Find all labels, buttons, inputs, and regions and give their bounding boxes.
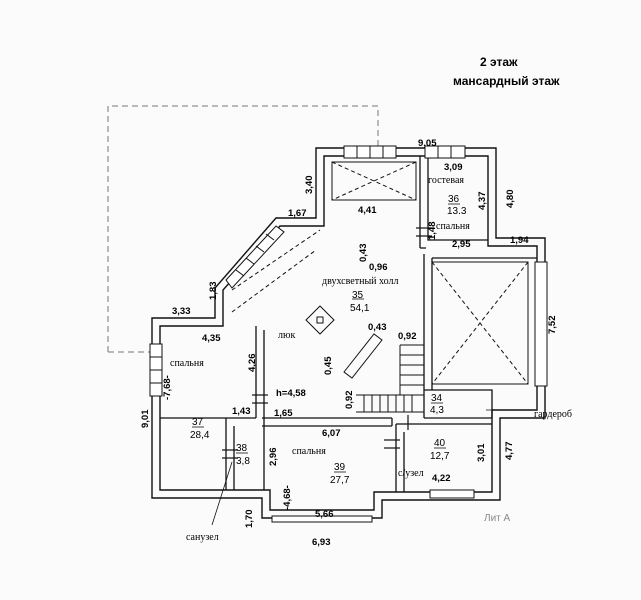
dim-165: 1,65 xyxy=(274,408,293,419)
bathroom38-number: 38 xyxy=(236,443,248,454)
floor-title: 2 этаж xyxy=(480,55,518,69)
dim-194: 1,94 xyxy=(510,235,529,246)
hall-number: 35 xyxy=(352,290,364,301)
dim-167: 1,67 xyxy=(288,208,307,219)
dim-043b: 0,43 xyxy=(368,322,387,333)
bedroom37-number: 37 xyxy=(192,417,204,428)
wardrobe34-area: 4,3 xyxy=(430,405,444,416)
hall-name: двухсветный холл xyxy=(322,276,398,287)
dim-295: 2,95 xyxy=(452,239,471,250)
guest-name2: спальня xyxy=(436,221,470,232)
dim-901: 9,01 xyxy=(140,409,151,428)
dashed-outline xyxy=(107,105,379,352)
dim-480: 4,80 xyxy=(505,190,516,209)
hall-area: 54,1 xyxy=(350,303,370,314)
dim-426: 4,26 xyxy=(247,354,258,373)
dim-309: 3,09 xyxy=(444,162,463,173)
bedroom37-name: спальня xyxy=(170,358,204,369)
dim-435: 4,35 xyxy=(202,333,221,344)
dim-441: 4,41 xyxy=(358,205,377,216)
bathroom38-area: 3,8 xyxy=(236,456,250,467)
dim-752: 7,52 xyxy=(547,316,558,335)
dim-301: 3,01 xyxy=(476,443,487,462)
dim-296: 2,96 xyxy=(268,448,279,467)
bedroom37-area: 28,4 xyxy=(190,430,210,441)
dim-566: 5,66 xyxy=(315,509,334,520)
lit-label: Лит А xyxy=(484,513,511,524)
staircase xyxy=(343,333,425,413)
dim-607: 6,07 xyxy=(322,428,341,439)
windows xyxy=(149,145,548,523)
bedroom39-area: 27,7 xyxy=(330,475,350,486)
interior-walls xyxy=(160,156,537,492)
dim-333: 3,33 xyxy=(172,306,191,317)
dim-437: 4,37 xyxy=(477,192,488,211)
hatch-label: люк xyxy=(278,330,295,341)
dim-422: 4,22 xyxy=(432,473,451,484)
dim-096: 0,96 xyxy=(369,262,388,273)
dim-092: 0,92 xyxy=(398,331,417,342)
dim-045: 0,45 xyxy=(323,356,334,375)
guest-name: гостевая xyxy=(428,175,464,186)
floor-subtitle: мансардный этаж xyxy=(453,74,560,88)
bathroom-leader xyxy=(211,461,233,526)
dim-905: 9,05 xyxy=(418,138,437,149)
dim-092b: 0,92 xyxy=(344,391,355,410)
bedroom39-number: 39 xyxy=(334,462,346,473)
dim-477: 4,77 xyxy=(504,442,515,461)
wc40-name: с/узел xyxy=(398,468,424,479)
dim-693: 6,93 xyxy=(312,537,331,548)
dim-170: 1,70 xyxy=(244,510,255,529)
wardrobe34-number: 34 xyxy=(431,393,443,404)
void-openings xyxy=(231,161,529,385)
dim-340: 3,40 xyxy=(304,176,315,195)
guest-number: 36 xyxy=(448,194,460,205)
dim-h458: h=4,58 xyxy=(276,388,306,399)
wc40-number: 40 xyxy=(434,438,446,449)
bedroom39-name: спальня xyxy=(292,446,326,457)
dim-143: 1,43 xyxy=(232,406,251,417)
dim-183: 1,83 xyxy=(208,282,219,301)
dim-043: 0,43 xyxy=(358,244,369,263)
wardrobe34-name: гардероб xyxy=(534,409,572,420)
door-marks xyxy=(222,227,432,459)
bathroom38-name: санузел xyxy=(186,532,219,543)
dim-468: -4,68- xyxy=(282,485,293,510)
hatch-icon xyxy=(305,305,335,335)
dim-768: -7,68- xyxy=(162,375,173,400)
room-number-underlines xyxy=(192,203,460,473)
dim-148: 1,48 xyxy=(427,222,438,241)
guest-area: 13.3 xyxy=(447,206,467,217)
wc40-area: 12,7 xyxy=(430,451,450,462)
